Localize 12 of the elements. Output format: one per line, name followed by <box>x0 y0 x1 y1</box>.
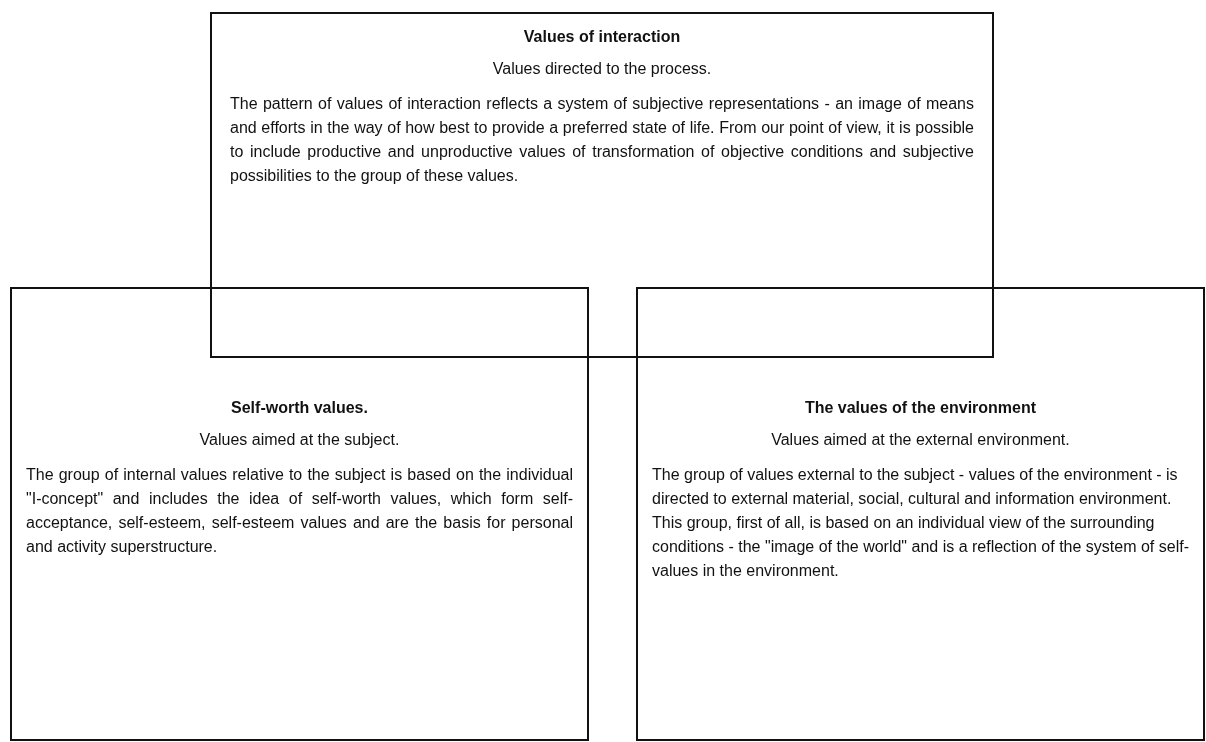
body-text: The pattern of values of interaction reflects a system of subjective representations - an image of means and efforts in the way of how best to provide a preferred state of life. From our point of view, it is possible to include productive and unproductive values of transformation of objective conditions and subjective possibilities to the group of these values. <box>230 94 974 186</box>
box-heading: Self-worth values. <box>230 399 369 417</box>
outlined-box <box>210 12 994 358</box>
box-subtitle: Values aimed at the external environment. <box>770 431 1071 449</box>
box-subtitle: Values directed to the process. <box>491 60 713 78</box>
box-subtitle: Values aimed at the subject. <box>198 431 401 449</box>
body-text: The group of internal values relative to the subject is based on the individual "I-concept" and includes the idea of self-worth values, which form self-acceptance, self-esteem, self-esteem values and are the basis for personal and activity superstructure. <box>26 465 573 557</box>
box-heading: The values of the environment <box>803 399 1038 417</box>
box-heading: Values of interaction <box>522 28 682 46</box>
outlined-box <box>10 287 589 741</box>
body-text: The group of values external to the subject - values of the environment - is directed to external material, social, cultural and information environment. This group, first of all, is based on an individual view of the surrounding conditions - the "image of the world" and is a reflection of the system of self-values in the environment. <box>652 465 1189 581</box>
outlined-box <box>636 287 1205 741</box>
